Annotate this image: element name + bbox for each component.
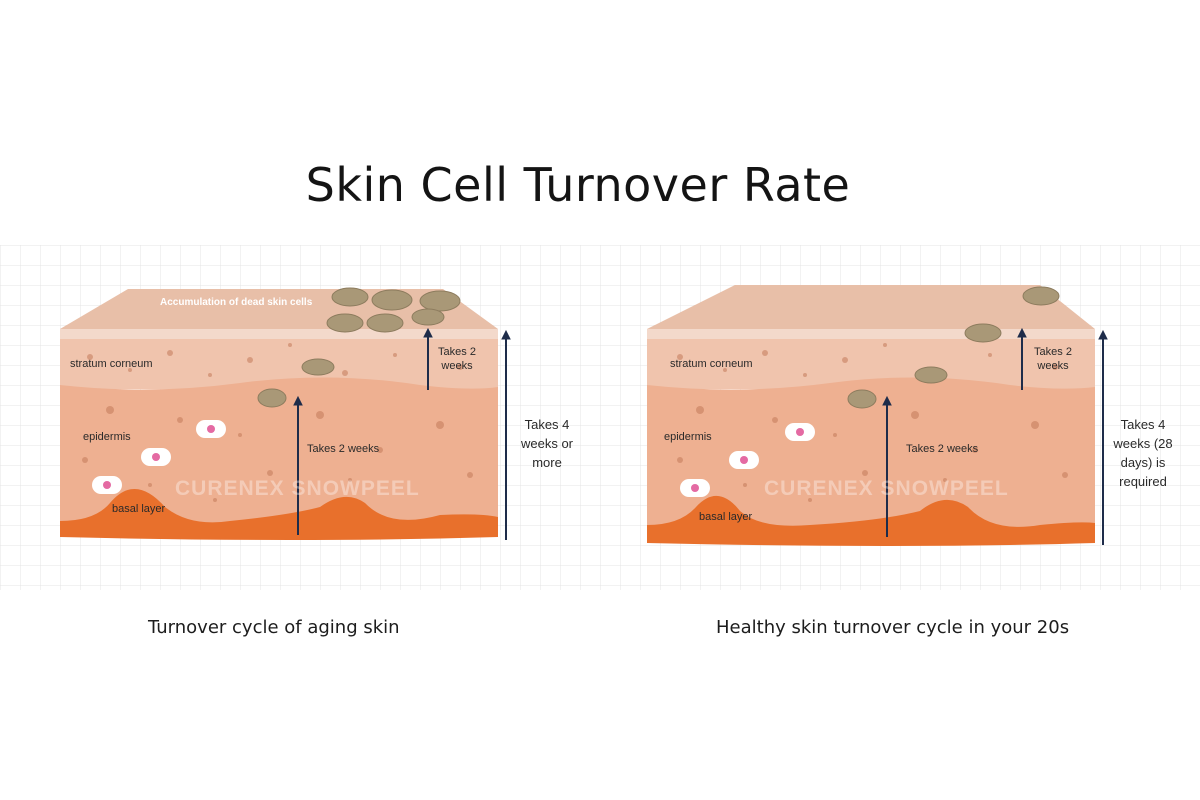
turnover-arrows — [882, 327, 1108, 545]
aging-skin-diagram: Accumulation of dead skin cells stratum … — [0, 245, 600, 590]
caption-healthy: Healthy skin turnover cycle in your 20s — [716, 617, 1070, 638]
short-arrow-label: Takes 2 weeks — [1034, 346, 1072, 372]
skin-cross-section-aging — [0, 245, 600, 590]
watermark: CURENEX SNOWPEEL — [764, 477, 1009, 500]
epidermis-layer — [647, 377, 1095, 529]
mid-arrow-label: Takes 2 weeks — [906, 443, 979, 455]
page-title: Skin Cell Turnover Rate — [305, 158, 851, 212]
long-arrow-label: Takes 4 weeks (28 days) is required — [1113, 417, 1173, 489]
mid-arrow-label: Takes 2 weeks — [307, 443, 380, 455]
caption-aging: Turnover cycle of aging skin — [148, 617, 400, 638]
turnover-arrows — [293, 327, 511, 540]
accumulation-label: Accumulation of dead skin cells — [160, 297, 313, 308]
epidermis-layer — [60, 377, 498, 525]
skin-cross-section-healthy — [600, 245, 1200, 590]
dead-skin-cells — [257, 287, 461, 408]
basal-layer-label: basal layer — [112, 503, 166, 515]
basal-layer — [60, 488, 498, 540]
epidermal-cells — [680, 423, 815, 497]
short-arrow-label: Takes 2 weeks — [438, 346, 476, 372]
epidermis-label: epidermis — [664, 431, 712, 443]
stratum-corneum-label: stratum corneum — [70, 358, 153, 370]
dead-skin-cells — [847, 286, 1060, 409]
long-arrow-label: Takes 4 weeks or more — [520, 417, 574, 470]
watermark: CURENEX SNOWPEEL — [175, 477, 420, 500]
epidermal-cells — [92, 420, 226, 494]
epidermis-label: epidermis — [83, 431, 131, 443]
stratum-corneum-label: stratum corneum — [670, 358, 753, 370]
healthy-skin-diagram: stratum corneum epidermis basal layer Ta… — [600, 245, 1200, 590]
pigment-dots — [82, 343, 473, 502]
basal-layer — [647, 495, 1095, 546]
basal-layer-label: basal layer — [699, 511, 753, 523]
